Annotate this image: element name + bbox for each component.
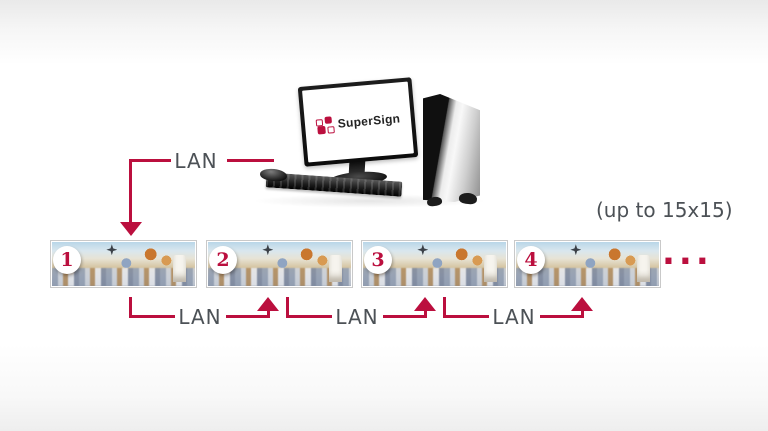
lan-line	[286, 315, 332, 318]
display-number: 3	[371, 249, 385, 271]
church-tower	[484, 255, 498, 283]
lan-line	[129, 315, 175, 318]
lan-line	[540, 315, 582, 318]
supersign-logo-text: SuperSign	[337, 111, 401, 131]
windmill-silhouette	[106, 244, 118, 256]
lan-line-up	[267, 308, 270, 318]
lan-line-left	[129, 159, 171, 162]
display-screen-1: 1	[50, 240, 197, 288]
buildings-texture	[363, 267, 506, 286]
display-screen-4: 4	[514, 240, 661, 288]
buildings-texture	[208, 267, 351, 286]
lan-connection-1-2: LAN	[129, 297, 284, 339]
arrow-up-icon	[414, 297, 436, 311]
display-screen-3: 3	[361, 240, 508, 288]
lan-line-down	[286, 297, 289, 318]
lan-line-down	[129, 297, 132, 318]
windmill-silhouette	[570, 244, 582, 256]
arrow-up-icon	[571, 297, 593, 311]
display-screen-2: 2	[206, 240, 353, 288]
buildings-texture	[52, 267, 195, 286]
lan-line	[383, 315, 425, 318]
lan-line-up	[424, 308, 427, 318]
capacity-note: (up to 15x15)	[596, 198, 733, 222]
lan-label: LAN	[335, 305, 379, 329]
church-tower	[173, 255, 187, 283]
church-tower	[329, 255, 343, 283]
lan-line	[226, 315, 268, 318]
monitor-screen: SuperSign	[302, 81, 414, 163]
display-number-badge: 3	[364, 246, 392, 274]
lan-label-server: LAN	[174, 149, 218, 173]
display-number: 1	[60, 249, 74, 271]
display-number-badge: 1	[53, 246, 81, 274]
arrow-up-icon	[257, 297, 279, 311]
lan-line-down	[443, 297, 446, 318]
lan-connection-2-3: LAN	[286, 297, 441, 339]
server-tower	[423, 94, 480, 202]
windmill-silhouette	[262, 244, 274, 256]
lan-line-up	[581, 308, 584, 318]
more-displays-indicator: ...	[662, 233, 713, 273]
display-number-badge: 2	[209, 246, 237, 274]
buildings-texture	[516, 267, 659, 286]
lan-line-to-server	[227, 159, 274, 162]
church-tower	[637, 255, 651, 283]
lan-label: LAN	[178, 305, 222, 329]
supersign-logo-icon	[315, 115, 335, 135]
lan-line	[443, 315, 489, 318]
display-number: 2	[216, 249, 230, 271]
server-monitor: SuperSign	[297, 77, 419, 167]
lan-line-down	[129, 159, 132, 223]
mouse	[259, 167, 288, 183]
lan-label: LAN	[492, 305, 536, 329]
arrow-down-icon	[120, 222, 142, 236]
content-image	[52, 242, 195, 286]
display-number-badge: 4	[517, 246, 545, 274]
windmill-silhouette	[417, 244, 429, 256]
lan-connection-3-4: LAN	[443, 297, 598, 339]
display-number: 4	[524, 249, 538, 271]
